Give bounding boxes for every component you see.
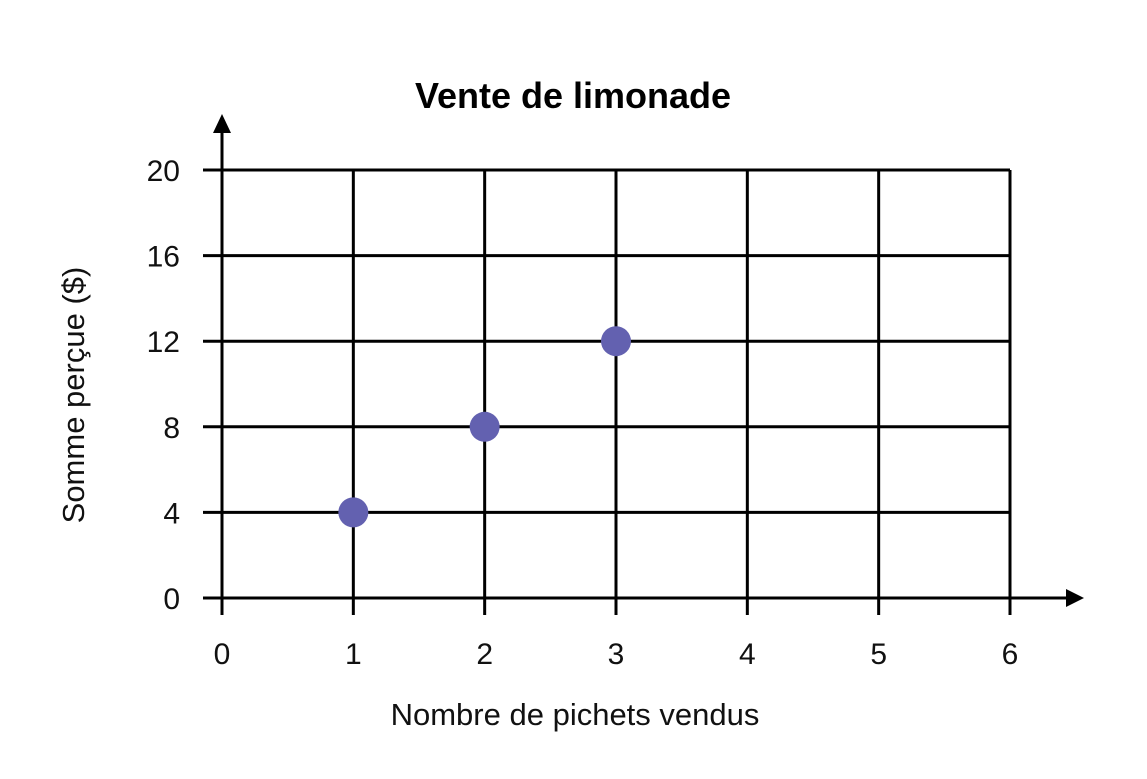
x-tick-label: 0 xyxy=(214,638,231,671)
y-tick-label: 16 xyxy=(147,241,180,274)
y-axis-arrow xyxy=(213,114,231,133)
x-tick-label: 2 xyxy=(476,638,493,671)
x-tick-label: 3 xyxy=(608,638,625,671)
data-point xyxy=(469,411,500,442)
x-tick-label: 1 xyxy=(345,638,362,671)
x-tick-label: 4 xyxy=(739,638,756,671)
y-axis-label: Somme perçue ($) xyxy=(56,267,91,524)
data-point xyxy=(338,497,369,528)
grid xyxy=(203,168,1012,615)
chart-title: Vente de limonade xyxy=(415,75,731,116)
data-points xyxy=(338,326,631,528)
data-point xyxy=(601,326,631,357)
axes xyxy=(213,114,1084,607)
x-tick-label: 6 xyxy=(1002,638,1019,671)
y-tick-label: 0 xyxy=(163,583,180,616)
x-axis-arrow xyxy=(1066,589,1084,607)
y-tick-label: 12 xyxy=(147,326,180,359)
x-axis-label: Nombre de pichets vendus xyxy=(391,697,760,732)
x-tick-label: 5 xyxy=(870,638,887,671)
y-tick-label: 20 xyxy=(147,155,180,188)
y-tick-label: 8 xyxy=(163,412,180,445)
y-tick-label: 4 xyxy=(163,497,180,530)
